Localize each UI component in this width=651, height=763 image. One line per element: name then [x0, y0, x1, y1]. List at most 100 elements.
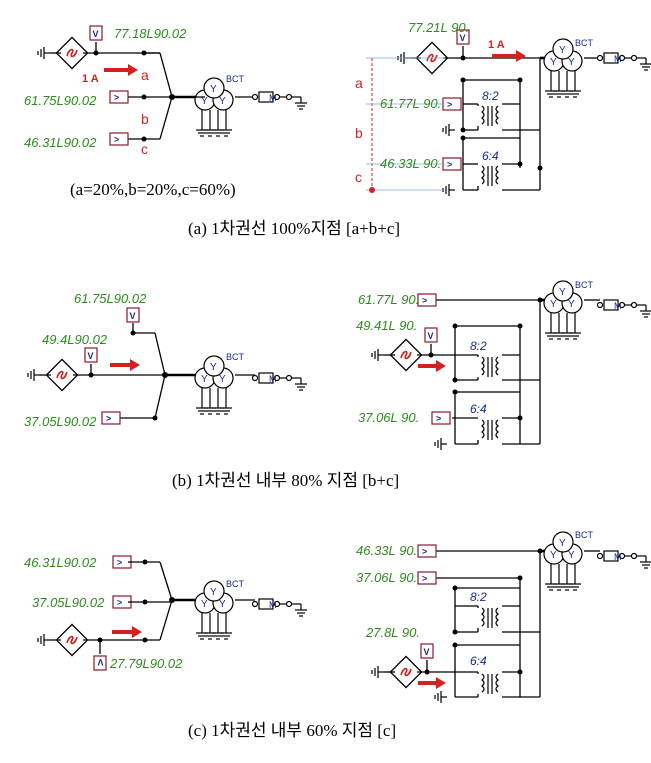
meas-a-left-2: 61.75L90.02 [24, 93, 97, 108]
ratio-64-label: 6:4 [470, 654, 487, 668]
ground-icon [27, 368, 41, 382]
ac-source-icon [55, 36, 89, 70]
bct-icon [195, 356, 233, 414]
m-label: M [269, 93, 277, 103]
bct-label: BCT [226, 352, 245, 362]
breaker-m-icon [251, 598, 308, 617]
current-arrow-icon [104, 64, 138, 76]
meter-probe-icon [417, 544, 437, 558]
meas-b-left-2: 49.4L90.02 [42, 332, 108, 347]
current-arrow-icon [112, 626, 142, 638]
meas-a-right-3: 46.33L 90. [380, 156, 441, 171]
meas-b-right-3: 37.06L 90. [358, 410, 419, 425]
m-label: M [269, 600, 277, 610]
current-arrow-icon [492, 50, 526, 62]
ac-source-icon [389, 338, 423, 372]
voltage-probe-icon [89, 25, 103, 41]
ratio-64-label: 6:4 [470, 402, 487, 416]
ratio-64-label: 6:4 [482, 149, 499, 163]
voltage-probe-icon [420, 643, 434, 659]
meas-b-right-1: 61.77L 90. [358, 292, 419, 307]
caption-a: (a) 1차권선 100%지점 [a+b+c] [188, 219, 400, 238]
m-label: M [269, 374, 277, 384]
meas-c-left-1: 46.31L90.02 [24, 555, 97, 570]
ground-icon [434, 437, 448, 451]
transformer-icon [481, 607, 499, 629]
meas-a-left-3: 46.31L90.02 [24, 135, 97, 150]
bct-icon [195, 78, 233, 136]
meter-probe-icon [109, 90, 129, 104]
breaker-m-icon [596, 52, 651, 71]
meter-probe-icon [431, 411, 451, 425]
ground-icon [442, 123, 456, 137]
meas-c-right-3: 27.8L 90. [365, 625, 420, 640]
meter-probe-icon [442, 157, 462, 171]
transformer-icon [481, 165, 499, 187]
ratio-82-label: 8:2 [482, 89, 499, 103]
seg-c-label: c [141, 141, 148, 157]
current-arrow-icon [418, 360, 446, 372]
panel-b-right-circuit [371, 281, 651, 451]
panel-c-right-circuit [371, 532, 651, 704]
current-arrow-icon [418, 677, 446, 689]
m-label: M [614, 552, 622, 562]
meas-c-left-3: 27.79L90.02 [109, 656, 183, 671]
seg-b-label: b [141, 111, 149, 127]
panel-c: 46.31L90.02 37.05L90.02 27.79L90.02 BCT … [24, 530, 651, 740]
bct-label: BCT [575, 38, 594, 48]
seg-b-label: b [355, 125, 363, 141]
meas-b-right-2: 49.41L 90. [356, 318, 417, 333]
ac-source-icon [389, 655, 423, 689]
caption-c: (c) 1차권선 내부 60% 지점 [c] [188, 721, 396, 740]
meas-c-left-2: 37.05L90.02 [32, 595, 105, 610]
m-label: M [614, 54, 622, 64]
breaker-m-icon [596, 299, 651, 318]
voltage-probe-icon [424, 327, 438, 343]
meas-a-right-1: 77.21L 90. [408, 20, 469, 35]
seg-c-label: c [355, 169, 362, 185]
caption-b: (b) 1차권선 내부 80% 지점 [b+c] [172, 471, 399, 490]
voltage-probe-icon [84, 347, 98, 363]
panel-a-left-circuit [37, 25, 308, 146]
meter-probe-icon [109, 132, 129, 146]
bct-label: BCT [575, 280, 594, 290]
ground-icon [371, 665, 385, 679]
breaker-m-icon [251, 372, 308, 391]
seg-a-label: a [141, 67, 149, 83]
ac-source-icon [45, 358, 79, 392]
transformer-icon [481, 105, 499, 127]
breaker-m-icon [251, 91, 308, 110]
panel-b: 61.75L90.02 49.4L90.02 37.05L90.02 BCT M [24, 280, 651, 490]
ground-icon [37, 46, 51, 60]
ground-icon [371, 348, 385, 362]
ratio-82-label: 8:2 [470, 339, 487, 353]
ground-icon [37, 633, 51, 647]
panel-a: 77.18L90.02 61.75L90.02 46.31L90.02 1 A … [24, 20, 651, 238]
meas-c-right-1: 46.33L 90. [356, 543, 417, 558]
meas-b-left-1: 61.75L90.02 [74, 291, 147, 306]
panel-a-right-circuit [366, 29, 651, 197]
meter-probe-icon [417, 293, 437, 307]
ground-icon [434, 690, 448, 704]
transformer-icon [481, 419, 499, 441]
voltage-probe-icon [126, 307, 140, 323]
bct-icon [544, 532, 582, 590]
bct-label: BCT [226, 579, 245, 589]
voltage-probe-icon [93, 655, 107, 671]
transformer-icon [481, 673, 499, 695]
breaker-m-icon [596, 550, 651, 569]
ratio-82-label: 8:2 [470, 590, 487, 604]
current-label: 1 A [488, 39, 505, 51]
ratio-note: (a=20%,b=20%,c=60%) [70, 180, 236, 199]
panel-b-left-circuit [27, 307, 308, 425]
seg-a-label: a [355, 75, 363, 91]
meas-b-left-3: 37.05L90.02 [24, 414, 97, 429]
meter-probe-icon [101, 411, 121, 425]
panel-c-left-circuit [37, 555, 308, 671]
meter-probe-icon [442, 97, 462, 111]
bct-label: BCT [575, 530, 594, 540]
current-label: 1 A [82, 73, 99, 85]
ac-source-icon [55, 623, 89, 657]
m-label: M [614, 301, 622, 311]
